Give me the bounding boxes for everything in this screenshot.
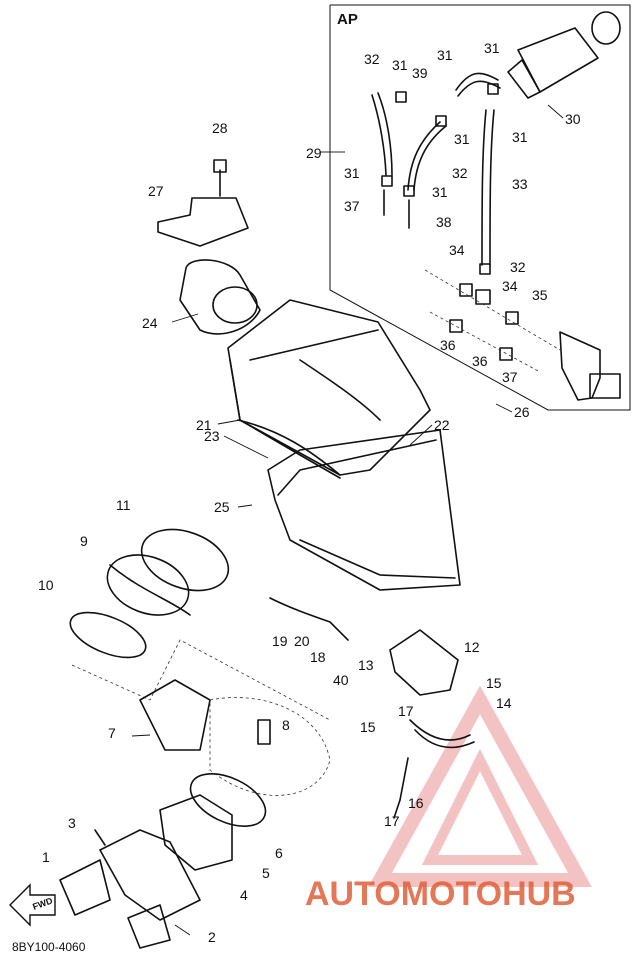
callout: 13 xyxy=(358,657,374,673)
manifold xyxy=(59,773,267,949)
callout: 23 xyxy=(204,428,220,444)
callouts: 1 2 3 5 6 4 7 8 9 10 11 12 13 14 15 15 1… xyxy=(38,40,581,945)
fuel-pump-lower xyxy=(269,597,475,819)
callout: 7 xyxy=(108,725,116,741)
callout: 15 xyxy=(486,675,502,691)
callout: 30 xyxy=(565,111,581,127)
callout: 39 xyxy=(412,65,428,81)
callout: 10 xyxy=(38,577,54,593)
callout: 37 xyxy=(502,369,518,385)
callout: 29 xyxy=(306,145,322,161)
callout: 25 xyxy=(214,499,230,515)
callout: 22 xyxy=(434,417,450,433)
callout: 20 xyxy=(294,633,310,649)
watermark-text: AUTOMOTOHUB xyxy=(305,875,576,913)
callout: 34 xyxy=(502,278,518,294)
callout: 2 xyxy=(208,929,216,945)
callout: 40 xyxy=(333,672,349,688)
callout: 32 xyxy=(452,165,468,181)
reed-valve xyxy=(139,679,331,796)
callout: 31 xyxy=(437,47,453,63)
watermark: AUTOMOTOHUB xyxy=(305,685,592,913)
air-box xyxy=(227,299,461,591)
callout: 32 xyxy=(510,259,526,275)
callout: 31 xyxy=(512,129,528,145)
callout: 31 xyxy=(392,57,408,73)
callout: 26 xyxy=(514,404,530,420)
leader-lines xyxy=(131,104,564,936)
callout: 37 xyxy=(344,198,360,214)
callout: 6 xyxy=(275,845,283,861)
callout: 31 xyxy=(344,165,360,181)
callout: 36 xyxy=(440,337,456,353)
callout: 17 xyxy=(384,813,400,829)
callout: 14 xyxy=(496,695,512,711)
callout: 17 xyxy=(398,703,414,719)
callout: 11 xyxy=(116,497,131,513)
callout: 33 xyxy=(512,176,528,192)
callout: 21 xyxy=(196,417,212,433)
callout: 12 xyxy=(464,639,480,655)
callout: 5 xyxy=(262,865,270,881)
callout: 15 xyxy=(360,719,376,735)
clamps-joints xyxy=(69,528,331,721)
callout: 31 xyxy=(454,131,470,147)
callout: 1 xyxy=(42,849,50,865)
callout: 38 xyxy=(436,214,452,230)
fwd-arrow: FWD xyxy=(9,883,56,927)
callout: 32 xyxy=(364,51,380,67)
callout: 28 xyxy=(212,120,228,136)
callout: 31 xyxy=(432,184,448,200)
catalog-code: 8BY100-4060 xyxy=(12,940,86,954)
intake-elbow xyxy=(157,159,261,335)
callout: 4 xyxy=(240,887,248,903)
callout: 19 xyxy=(272,633,288,649)
callout: 9 xyxy=(80,533,88,549)
callout: 24 xyxy=(142,315,158,331)
callout: 16 xyxy=(408,795,424,811)
callout: 31 xyxy=(484,40,500,56)
callout: 34 xyxy=(449,242,465,258)
callout: 18 xyxy=(310,649,326,665)
callout: 36 xyxy=(472,353,488,369)
callout: 27 xyxy=(148,183,164,199)
inset-label: AP xyxy=(337,11,358,28)
callout: 8 xyxy=(282,717,290,733)
callout: 3 xyxy=(68,815,76,831)
callout: 35 xyxy=(532,287,548,303)
inset-ap: AP xyxy=(329,4,631,411)
